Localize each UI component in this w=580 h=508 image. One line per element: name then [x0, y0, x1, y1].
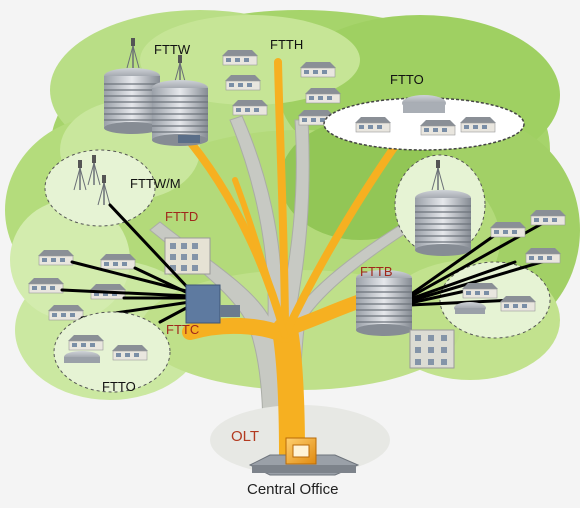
ftto-top-office [323, 95, 525, 151]
fttc-cabinet [185, 284, 240, 324]
fttw-towers [103, 37, 209, 147]
label-fttb: FTTB [360, 264, 393, 279]
fttd-building [164, 237, 211, 275]
drop-cables-right [408, 220, 557, 307]
ftto-bottom-cluster [53, 311, 171, 393]
fttb-building [355, 269, 413, 337]
fttw-m-cluster [44, 149, 156, 227]
label-ftto-bottom: FTTO [102, 379, 136, 394]
right-apartment [409, 329, 455, 369]
label-fttd: FTTD [165, 209, 198, 224]
olt-box [285, 437, 317, 465]
label-fttw-m: FTTW/M [130, 176, 181, 191]
label-central-office: Central Office [247, 481, 338, 498]
label-fttc: FTTC [166, 322, 199, 337]
label-ftth: FTTH [270, 37, 303, 52]
label-olt: OLT [231, 428, 259, 445]
central-office-building [248, 454, 360, 476]
label-fttw: FTTW [154, 42, 191, 57]
label-ftto-top: FTTO [390, 72, 424, 87]
right-houses [454, 209, 567, 314]
